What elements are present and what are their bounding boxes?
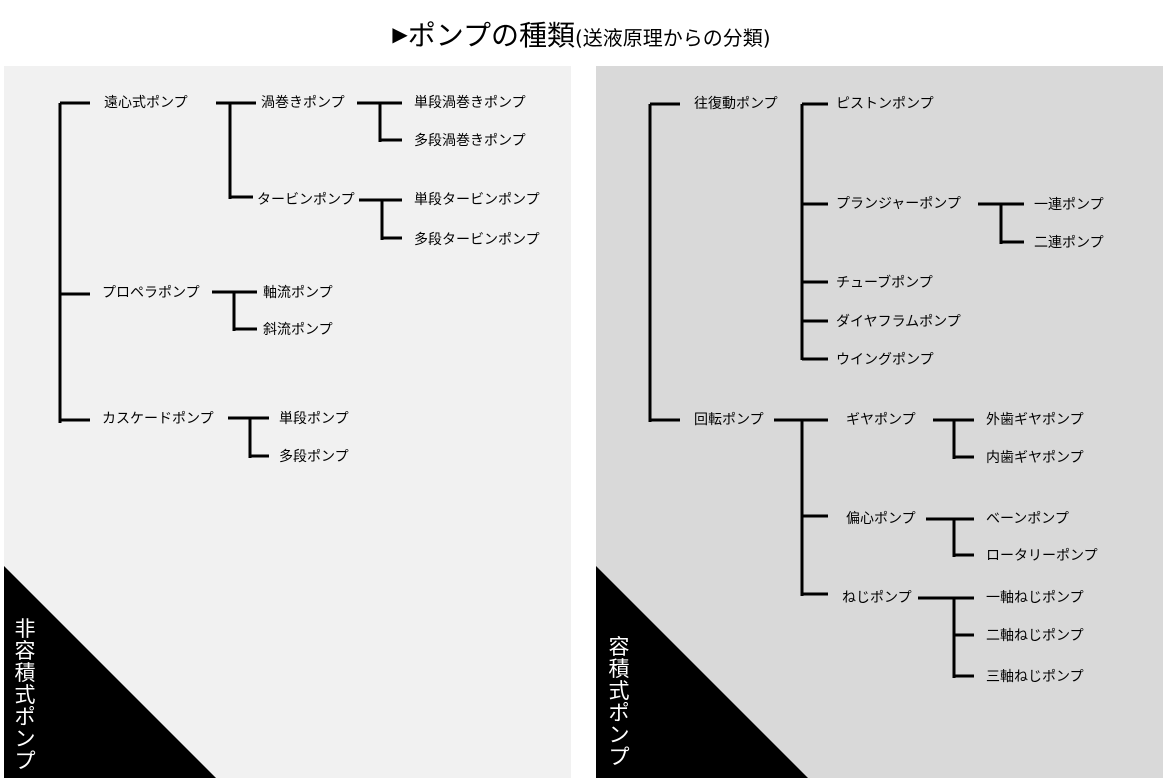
title-main: ポンプの種類 (407, 19, 575, 52)
node-single-stage-volute-pump: 単段渦巻きポンプ (414, 95, 526, 111)
node-reciprocating-pump: 往復動ポンプ (694, 96, 778, 112)
node-triple-screw-pump: 三軸ねじポンプ (986, 669, 1084, 685)
node-rotary-type-pump: 回転ポンプ (694, 412, 764, 428)
triangle-marker-icon: ▶ (392, 22, 408, 46)
node-mixed-flow-pump: 斜流ポンプ (263, 322, 333, 338)
node-plunger-pump: プランジャーポンプ (836, 196, 961, 212)
node-gear-pump: ギヤポンプ (846, 412, 916, 428)
node-twin-screw-pump: 二軸ねじポンプ (986, 628, 1084, 644)
node-internal-gear-pump: 内歯ギヤポンプ (986, 450, 1084, 466)
node-screw-pump: ねじポンプ (842, 590, 912, 606)
node-piston-pump: ピストンポンプ (836, 96, 934, 112)
node-turbine-pump: タービンポンプ (257, 192, 355, 208)
node-vane-pump: ベーンポンプ (986, 511, 1069, 527)
panel-corner-triangle (4, 566, 216, 778)
node-simplex-pump: 一連ポンプ (1034, 197, 1104, 213)
node-duplex-pump: 二連ポンプ (1034, 235, 1104, 251)
category-label-non-displacement: 非容積式ポンプ (14, 617, 36, 773)
node-single-screw-pump: 一軸ねじポンプ (986, 590, 1084, 606)
node-centrifugal-pump: 遠心式ポンプ (104, 95, 188, 111)
tree-connectors (58, 101, 402, 458)
node-external-gear-pump: 外歯ギヤポンプ (986, 412, 1084, 428)
node-single-stage-pump: 単段ポンプ (279, 411, 349, 427)
node-eccentric-pump: 偏心ポンプ (846, 511, 916, 527)
non-displacement-panel: 非容積式ポンプ (4, 66, 571, 778)
node-tube-pump: チューブポンプ (836, 275, 933, 291)
node-propeller-pump: プロペラポンプ (102, 285, 200, 301)
tree-connectors (648, 102, 1024, 678)
title-subtitle: (送液原理からの分類) (574, 26, 771, 50)
category-label-displacement: 容積式ポンプ (608, 635, 630, 769)
node-wing-pump: ウイングポンプ (836, 352, 934, 368)
node-cascade-pump: カスケードポンプ (102, 411, 214, 427)
displacement-panel: 容積式ポンプ (596, 66, 1163, 778)
node-multi-stage-volute-pump: 多段渦巻きポンプ (414, 133, 526, 149)
node-single-stage-turbine-pump: 単段タービンポンプ (414, 192, 540, 208)
node-multi-stage-pump: 多段ポンプ (279, 449, 349, 465)
node-axial-flow-pump: 軸流ポンプ (263, 285, 333, 301)
node-rotary-pump: ロータリーポンプ (986, 548, 1098, 564)
node-diaphragm-pump: ダイヤフラムポンプ (836, 314, 961, 330)
panel-corner-triangle (596, 566, 808, 778)
node-volute-pump: 渦巻きポンプ (261, 95, 345, 111)
node-multi-stage-turbine-pump: 多段タービンポンプ (414, 232, 540, 248)
page-title: ▶ポンプの種類(送液原理からの分類) (0, 14, 1163, 58)
